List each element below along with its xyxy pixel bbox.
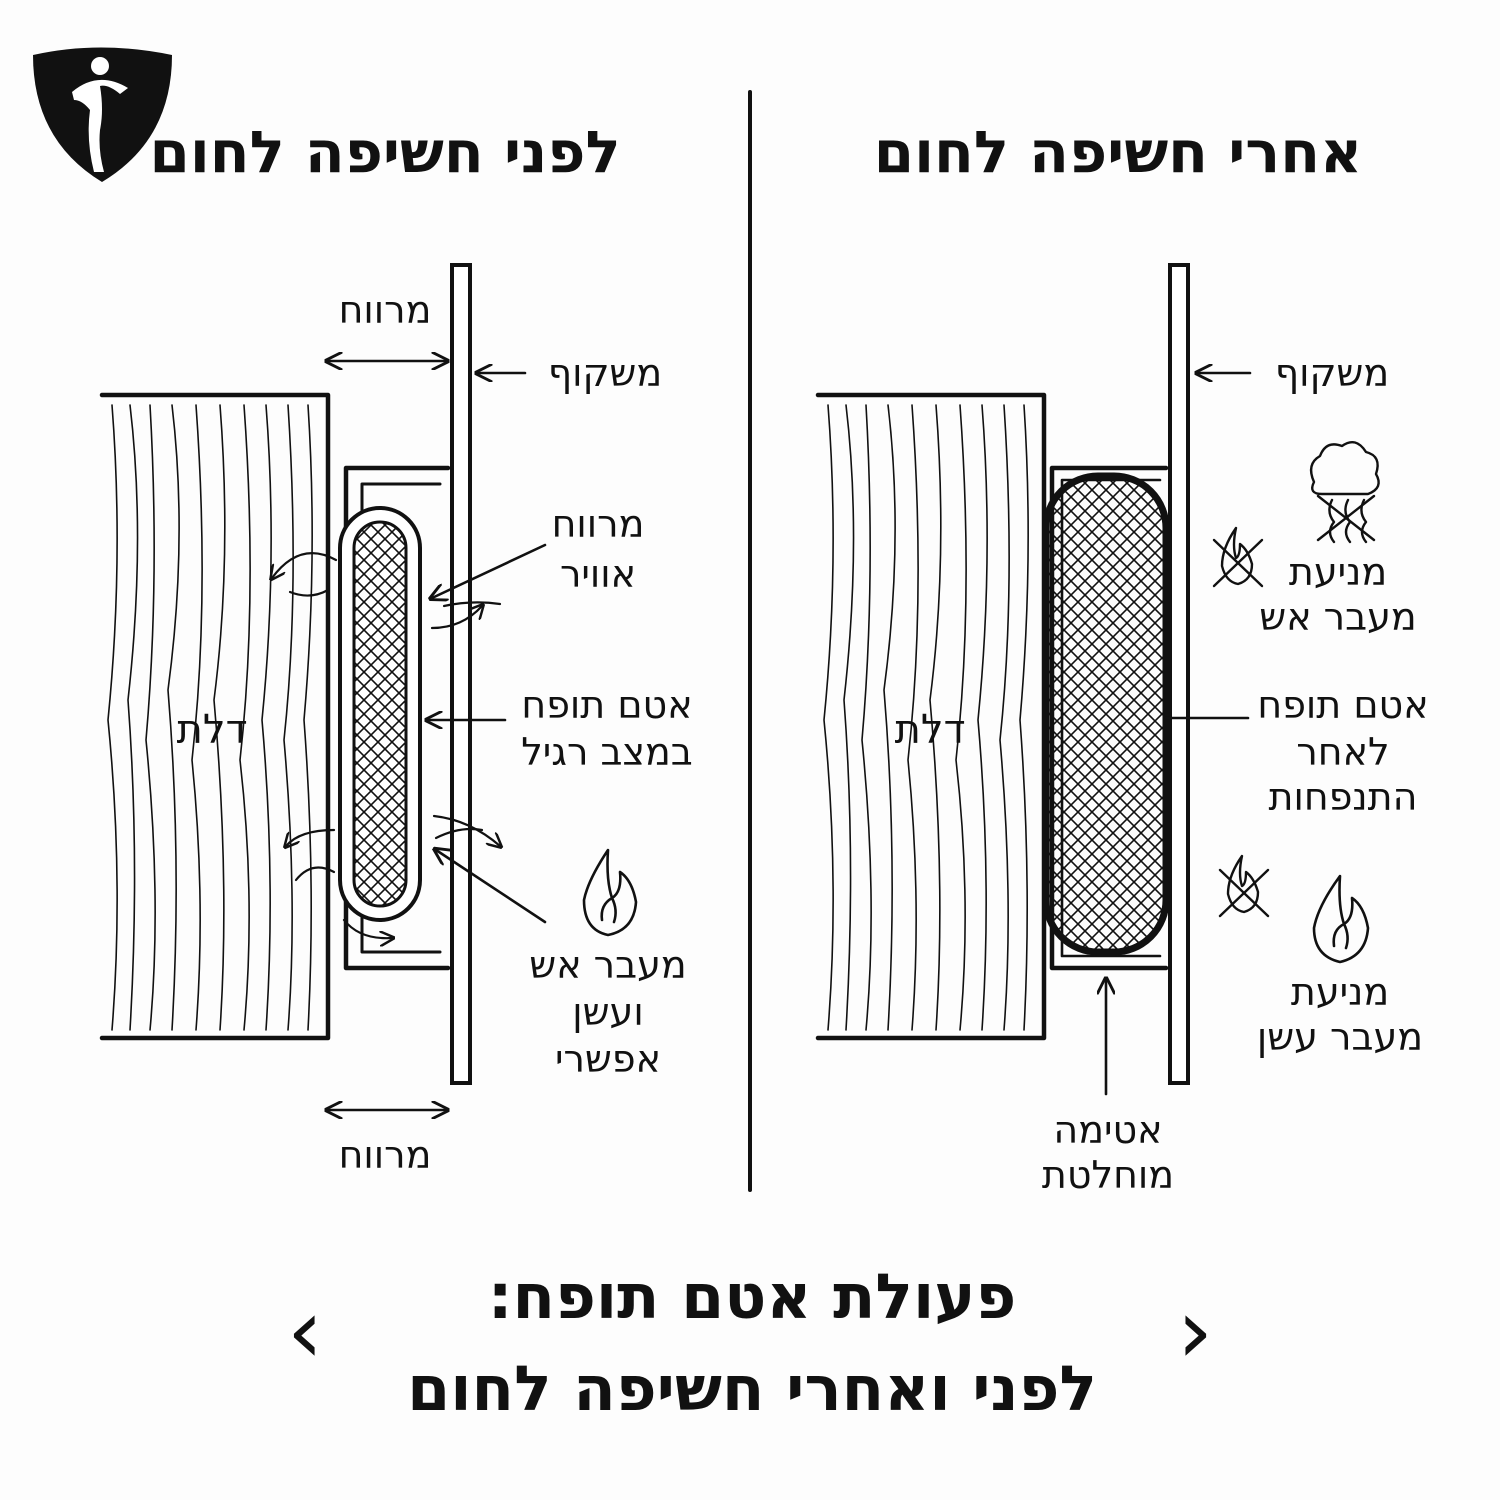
smoke-crossed-icon	[1309, 440, 1380, 544]
left-seal-normal	[338, 506, 422, 922]
right-panel-title: אחרי חשיפה לחום	[874, 118, 1363, 186]
flame-icon	[1312, 874, 1370, 964]
left-air-gap-label-2: אוויר	[560, 552, 636, 596]
flame-crossed-icon	[1218, 854, 1270, 918]
right-fire-block-label-2: מעבר אש	[1259, 595, 1416, 639]
left-door	[99, 392, 331, 1041]
left-door-label: דלת	[177, 707, 248, 753]
right-smoke-block-label-2: מעבר עשן	[1257, 1015, 1423, 1059]
left-seal-label-1: אטם תופח	[521, 683, 692, 727]
right-frame	[1168, 263, 1190, 1085]
right-frame-label: משקוף	[1275, 351, 1389, 395]
flame-icon	[582, 848, 638, 937]
flame-crossed-icon	[1212, 526, 1264, 588]
footer-title-line-1: פעולת אטם תופח:	[488, 1260, 1017, 1333]
right-sealing-label-2: מוחלטת	[1042, 1153, 1174, 1197]
right-chevron-icon: ›	[1177, 1279, 1213, 1384]
left-fire-label-2: ועשן	[572, 990, 643, 1034]
right-seal-label-2: לאחר	[1296, 730, 1389, 774]
right-smoke-block-label-1: מניעת	[1291, 970, 1389, 1014]
left-seal-label-2: במצב רגיל	[521, 730, 693, 774]
right-fire-block-label-1: מניעת	[1289, 550, 1387, 594]
left-air-gap-pointer	[432, 543, 547, 598]
left-fire-label-3: אפשרי	[555, 1037, 661, 1081]
right-seal-label-1: אטם תופח	[1257, 683, 1428, 727]
left-air-gap-label-1: מרווח	[552, 502, 645, 546]
left-panel-title: לפני חשיפה לחום	[149, 118, 620, 186]
right-seal-label-3: התנפחות	[1269, 775, 1418, 819]
left-frame	[450, 263, 472, 1085]
left-gap-top-label: מרווח	[339, 288, 432, 332]
left-gap-bottom-label: מרווח	[339, 1133, 432, 1177]
left-fire-label-1: מעבר אש	[529, 943, 686, 987]
left-fire-pointer	[436, 850, 547, 924]
leak-flow-arrows	[272, 552, 500, 938]
left-chevron-icon: ‹	[287, 1279, 323, 1384]
shield-person-logo	[33, 47, 172, 182]
left-frame-label: משקוף	[548, 351, 662, 395]
right-door-label: דלת	[895, 707, 966, 753]
right-sealing-label-1: אטימה	[1053, 1108, 1162, 1152]
footer-title-line-2: לפני ואחרי חשיפה לחום	[407, 1352, 1097, 1425]
right-seal-expanded	[1042, 472, 1170, 956]
